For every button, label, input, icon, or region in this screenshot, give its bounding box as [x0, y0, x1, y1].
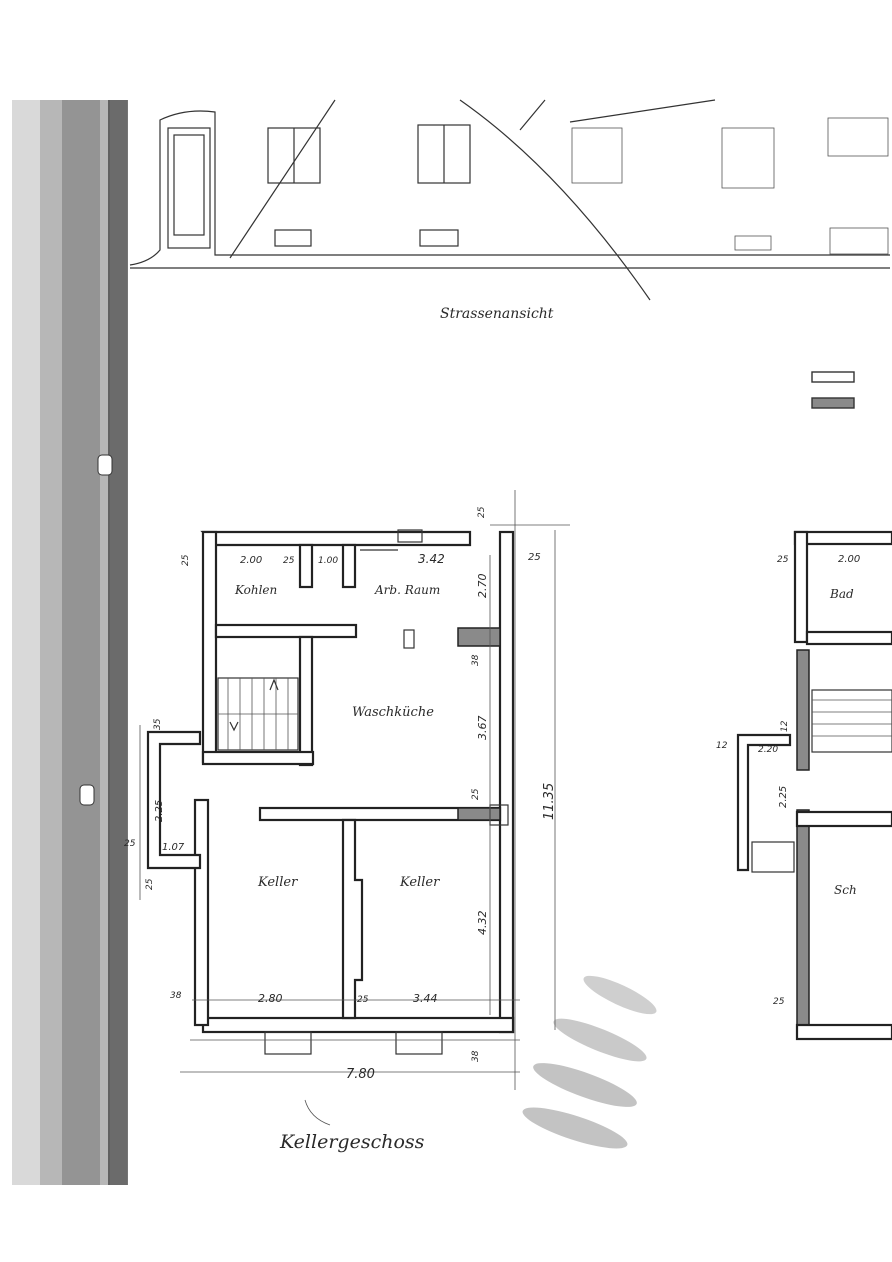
- basement-plan: [146, 529, 515, 1055]
- street-elevation: Strassenansicht: [129, 99, 890, 322]
- dim-3-42: 3.42: [418, 552, 445, 566]
- smudge-marks: [522, 975, 657, 1149]
- dim-25-mid: 25: [471, 788, 481, 800]
- floor-caption: Kellergeschoss: [279, 1131, 425, 1153]
- dimension-lines: [139, 490, 570, 1090]
- dim-25-left-low: 25: [145, 878, 155, 890]
- dim-25-top: 25: [477, 506, 487, 518]
- dim-11-35: 11.35: [542, 783, 557, 820]
- dim-1-07: 1.07: [162, 842, 185, 853]
- dim-r-25-top: 25: [777, 555, 789, 565]
- dim-25-right-top: 25: [528, 552, 541, 563]
- binding-strip: [12, 100, 128, 1185]
- dim-38-wash: 38: [471, 654, 481, 666]
- room-label-kohlen: Kohlen: [234, 583, 277, 597]
- dim-35: 35: [153, 718, 163, 730]
- upper-staircase: [811, 689, 892, 753]
- dim-r-2-00: 2.00: [838, 554, 860, 565]
- dim-4-32: 4.32: [476, 911, 489, 936]
- dim-38-left-bottom: 38: [170, 991, 182, 1001]
- dim-1-00: 1.00: [318, 556, 338, 566]
- dim-r-12: 12: [780, 720, 790, 732]
- room-label-bad: Bad: [829, 587, 854, 601]
- dim-7-80: 7.80: [346, 1067, 375, 1082]
- upper-floor-plan-partial: [736, 530, 892, 1041]
- dim-25: 25: [283, 556, 295, 566]
- legend: [811, 371, 855, 409]
- dim-2-80: 2.80: [258, 992, 283, 1005]
- dim-25-left-top: 25: [181, 554, 191, 566]
- dim-r-2-20: 2.20: [758, 745, 778, 755]
- dim-2-25-left: 2.25: [154, 800, 165, 822]
- room-label-keller-left: Keller: [257, 875, 298, 890]
- dim-r-12b: 12: [716, 741, 728, 751]
- dim-r-25-bottom: 25: [773, 997, 785, 1007]
- dim-3-67: 3.67: [476, 716, 489, 741]
- dim-r-2-25: 2.25: [778, 786, 789, 808]
- staircase: [217, 677, 299, 751]
- room-label-arb-raum: Arb. Raum: [374, 583, 440, 597]
- dim-25-left-mid: 25: [124, 839, 136, 849]
- dim-38-bottom: 38: [471, 1050, 481, 1062]
- room-label-sch: Sch: [834, 883, 857, 897]
- dim-3-44: 3.44: [413, 992, 438, 1005]
- dim-2-70: 2.70: [476, 574, 489, 599]
- room-label-waschkueche: Waschküche: [352, 705, 434, 720]
- dim-25-bottom: 25: [357, 995, 369, 1005]
- room-label-keller-right: Keller: [399, 875, 440, 890]
- street-view-caption: Strassenansicht: [440, 306, 554, 322]
- dim-2-00: 2.00: [240, 555, 262, 566]
